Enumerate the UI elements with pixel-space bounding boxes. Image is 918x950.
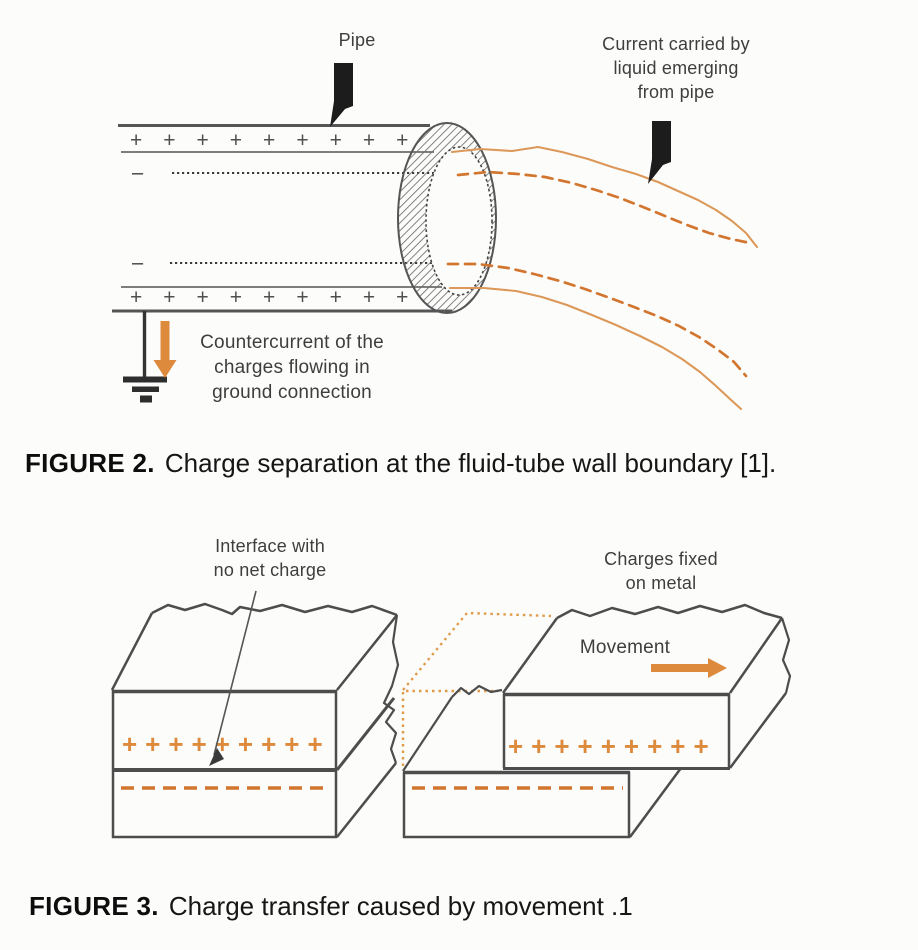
movement-right-arrow-icon xyxy=(651,658,727,678)
fig2-top-wall-positive-charges: +++++++++ xyxy=(130,129,429,152)
figure3-caption: FIGURE 3. Charge transfer caused by movem… xyxy=(29,892,633,921)
fig3-left-block-positive-charges: +++++++++ xyxy=(122,729,331,759)
fig3-right-upper-block xyxy=(501,603,792,770)
fig2-liquid-streams xyxy=(446,145,759,411)
current-carried-label: Current carried by liquid emerging from … xyxy=(602,34,750,102)
figure2-caption-text: Charge separation at the fluid-tube wall… xyxy=(164,448,777,478)
fig3-left-block xyxy=(110,602,400,839)
pipe-pointer-arrow-icon xyxy=(330,63,353,127)
figure3-caption-text: Charge transfer caused by movement .1 xyxy=(168,891,633,921)
fig2-pointer-arrows xyxy=(330,63,671,184)
fig2-pipe-opening xyxy=(397,122,497,314)
fig2-minus-sign-bottom: – xyxy=(132,252,144,274)
figure2-caption-tag: FIGURE 2. xyxy=(25,448,155,478)
current-pointer-arrow-icon xyxy=(648,121,671,184)
figure2-caption: FIGURE 2. Charge separation at the fluid-… xyxy=(25,449,776,478)
pipe-label: Pipe xyxy=(338,30,376,50)
countercurrent-down-arrow-icon xyxy=(153,321,177,378)
fig2-pipe-walls xyxy=(112,124,452,313)
fig3-right-upper-block-positive-charges: +++++++++ xyxy=(508,731,717,761)
fig2-fluid-negative-lines xyxy=(170,171,446,265)
interface-no-net-charge-label: Interface with no net charge xyxy=(213,536,327,580)
fig3-right-lower-block xyxy=(402,684,683,839)
fig2-bottom-wall-positive-charges: +++++++++ xyxy=(130,286,429,309)
fig2-minus-sign-top: – xyxy=(132,162,144,184)
figure3-caption-tag: FIGURE 3. xyxy=(29,891,159,921)
countercurrent-label: Countercurrent of the charges flowing in… xyxy=(200,332,384,404)
fig3-interface-arrow xyxy=(209,590,257,766)
charges-fixed-on-metal-label: Charges fixed on metal xyxy=(604,549,718,593)
fig2-ground-connection xyxy=(123,311,177,403)
movement-label: Movement xyxy=(579,637,671,658)
